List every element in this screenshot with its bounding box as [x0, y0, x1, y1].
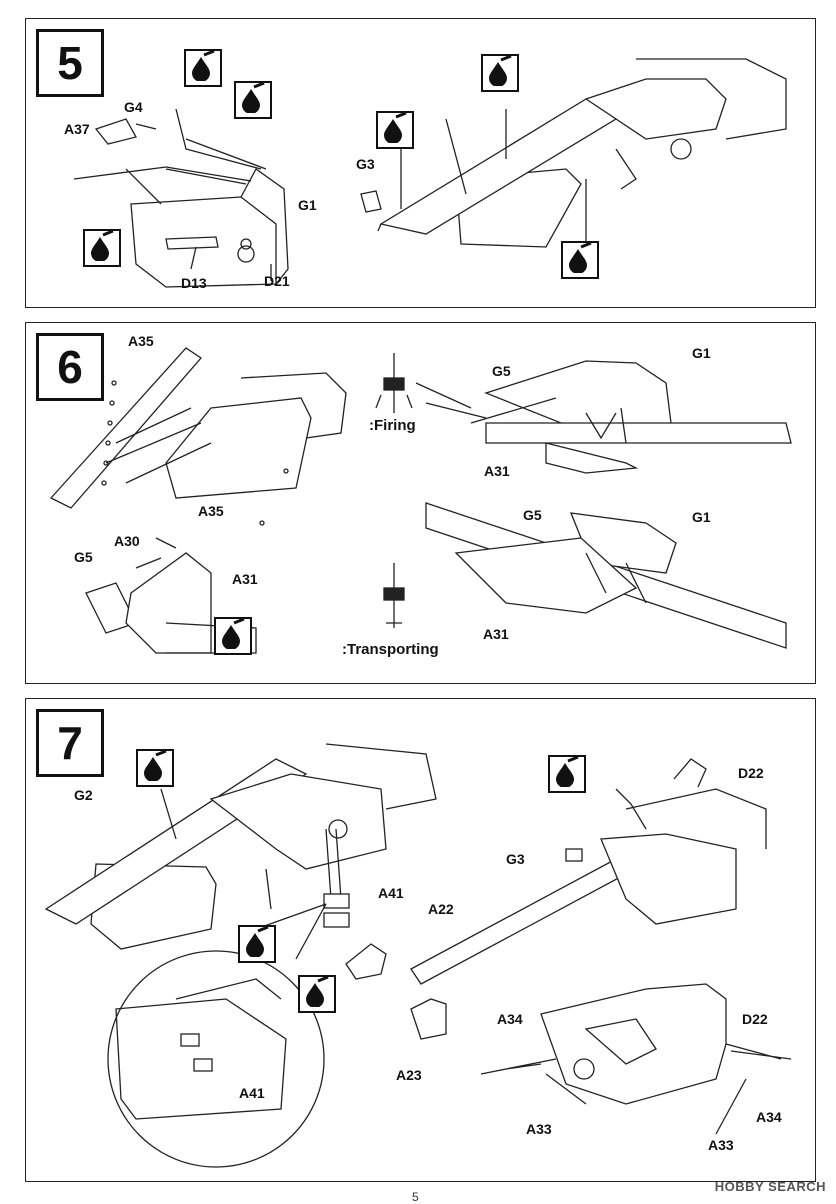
part-label: G4 — [124, 99, 143, 115]
step-7-illustration — [44, 743, 792, 1168]
glue-drop-icon — [83, 229, 121, 267]
part-label: A35 — [128, 333, 154, 349]
glue-drop-icon — [298, 975, 336, 1013]
step-5-illustration — [73, 58, 787, 288]
part-label: A34 — [756, 1109, 782, 1125]
step-6-illustration — [49, 347, 792, 654]
part-label: A41 — [239, 1085, 265, 1101]
step-6-panel: 6 — [25, 322, 816, 684]
part-label: D13 — [181, 275, 207, 291]
part-label: A41 — [378, 885, 404, 901]
part-label: D21 — [264, 273, 290, 289]
part-label: A23 — [396, 1067, 422, 1083]
part-label: G1 — [298, 197, 317, 213]
part-label: G1 — [692, 509, 711, 525]
glue-drop-icon — [184, 49, 222, 87]
part-label: G5 — [492, 363, 511, 379]
glue-drop-icon — [561, 241, 599, 279]
part-label: A31 — [483, 626, 509, 642]
part-label: A33 — [708, 1137, 734, 1153]
glue-drop-icon — [548, 755, 586, 793]
hobby-search-watermark: HOBBY SEARCH — [714, 1179, 826, 1194]
part-label: G2 — [74, 787, 93, 803]
firing-caption: :Firing — [369, 417, 416, 434]
step-7-panel: 7 — [25, 698, 816, 1182]
part-label: G3 — [506, 851, 525, 867]
glue-drop-icon — [481, 54, 519, 92]
part-label: G5 — [523, 507, 542, 523]
part-label: D22 — [742, 1011, 768, 1027]
glue-drop-icon — [234, 81, 272, 119]
part-label: G1 — [692, 345, 711, 361]
part-label: D22 — [738, 765, 764, 781]
part-label: G5 — [74, 549, 93, 565]
part-label: A33 — [526, 1121, 552, 1137]
part-label: A31 — [232, 571, 258, 587]
part-label: A35 — [198, 503, 224, 519]
glue-drop-icon — [214, 617, 252, 655]
glue-drop-icon — [136, 749, 174, 787]
part-label: A37 — [64, 121, 90, 137]
part-label: G3 — [356, 156, 375, 172]
part-label: A31 — [484, 463, 510, 479]
step-5-panel: 5 — [25, 18, 816, 308]
part-label: A34 — [497, 1011, 523, 1027]
step-number: 5 — [36, 29, 104, 97]
part-label: A30 — [114, 533, 140, 549]
glue-drop-icon — [376, 111, 414, 149]
step-number: 7 — [36, 709, 104, 777]
transporting-caption: :Transporting — [342, 641, 439, 658]
glue-drop-icon — [238, 925, 276, 963]
page-number: 5 — [412, 1190, 419, 1204]
part-label: A22 — [428, 901, 454, 917]
step-number: 6 — [36, 333, 104, 401]
